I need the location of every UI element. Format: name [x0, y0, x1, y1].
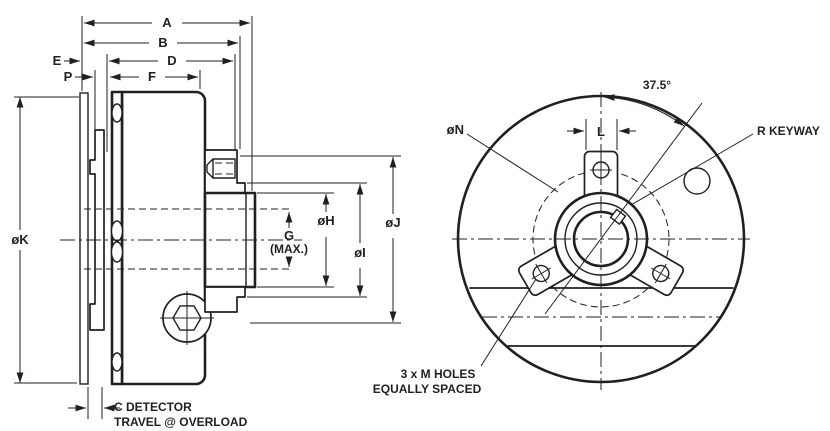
- dim-p: P: [64, 69, 93, 84]
- dim-p-label: P: [64, 69, 73, 84]
- dim-a: A: [84, 15, 250, 30]
- retaining-clip: [110, 220, 124, 242]
- angle-label: 37.5°: [643, 78, 671, 92]
- dim-g: G (MAX.): [270, 212, 308, 267]
- dim-k: øK: [11, 97, 29, 383]
- dim-a-label: A: [162, 15, 172, 30]
- dim-c-note: C DETECTOR TRAVEL @ OVERLOAD: [68, 400, 248, 429]
- side-view: A B D E P F: [11, 15, 401, 429]
- keyway-note-label: R KEYWAY: [757, 124, 820, 138]
- dim-b: B: [84, 35, 238, 50]
- dim-j-label: øJ: [385, 215, 400, 230]
- dim-e: E: [53, 53, 80, 68]
- dim-h: øH: [317, 194, 335, 286]
- set-screw-block-upper: [204, 149, 246, 194]
- keyway-radial-line: [544, 102, 703, 315]
- dim-l: L: [567, 119, 636, 150]
- dim-g-max-label: (MAX.): [270, 242, 308, 256]
- front-view: 37.5° øN R KEYWAY L 3 x M HOLES EQUALLY …: [373, 78, 820, 396]
- holes-note: 3 x M HOLES EQUALLY SPACED: [373, 278, 537, 396]
- dim-f: F: [110, 69, 198, 84]
- dim-h-label: øH: [317, 213, 334, 228]
- dim-angle: 37.5°: [603, 78, 685, 127]
- keyway-note: R KEYWAY: [630, 124, 820, 206]
- retaining-clip: [111, 103, 123, 123]
- detector-disc: [79, 92, 89, 385]
- dim-e-label: E: [53, 53, 62, 68]
- extension-lines: [14, 16, 401, 419]
- dim-i-label: øI: [354, 245, 366, 260]
- holes-note-line2: EQUALLY SPACED: [373, 382, 482, 396]
- dim-l-label: L: [597, 124, 605, 139]
- dim-i: øI: [354, 184, 366, 296]
- dim-k-label: øK: [11, 232, 29, 247]
- dim-j: øJ: [385, 157, 401, 322]
- set-screw: [206, 158, 236, 179]
- dim-d-label: D: [167, 53, 176, 68]
- detector-plates: [79, 90, 124, 386]
- set-screw-block-lower: [204, 286, 246, 313]
- armature-plate: [89, 129, 105, 331]
- dim-n: øN: [447, 122, 559, 193]
- retaining-clip: [111, 352, 123, 372]
- dim-d: D: [109, 53, 233, 68]
- c-note-line2: TRAVEL @ OVERLOAD: [114, 415, 248, 429]
- holes-note-line1: 3 x M HOLES: [401, 367, 476, 381]
- dim-f-label: F: [148, 69, 156, 84]
- hex-socket-bolt: [160, 291, 214, 345]
- bore-hidden-line: [84, 208, 293, 270]
- balance-hole: [683, 167, 711, 195]
- retaining-clip: [110, 241, 124, 263]
- c-note-line1: C DETECTOR: [114, 400, 192, 414]
- dim-g-label: G: [284, 228, 294, 243]
- dim-b-label: B: [158, 35, 167, 50]
- dim-n-label: øN: [447, 122, 464, 137]
